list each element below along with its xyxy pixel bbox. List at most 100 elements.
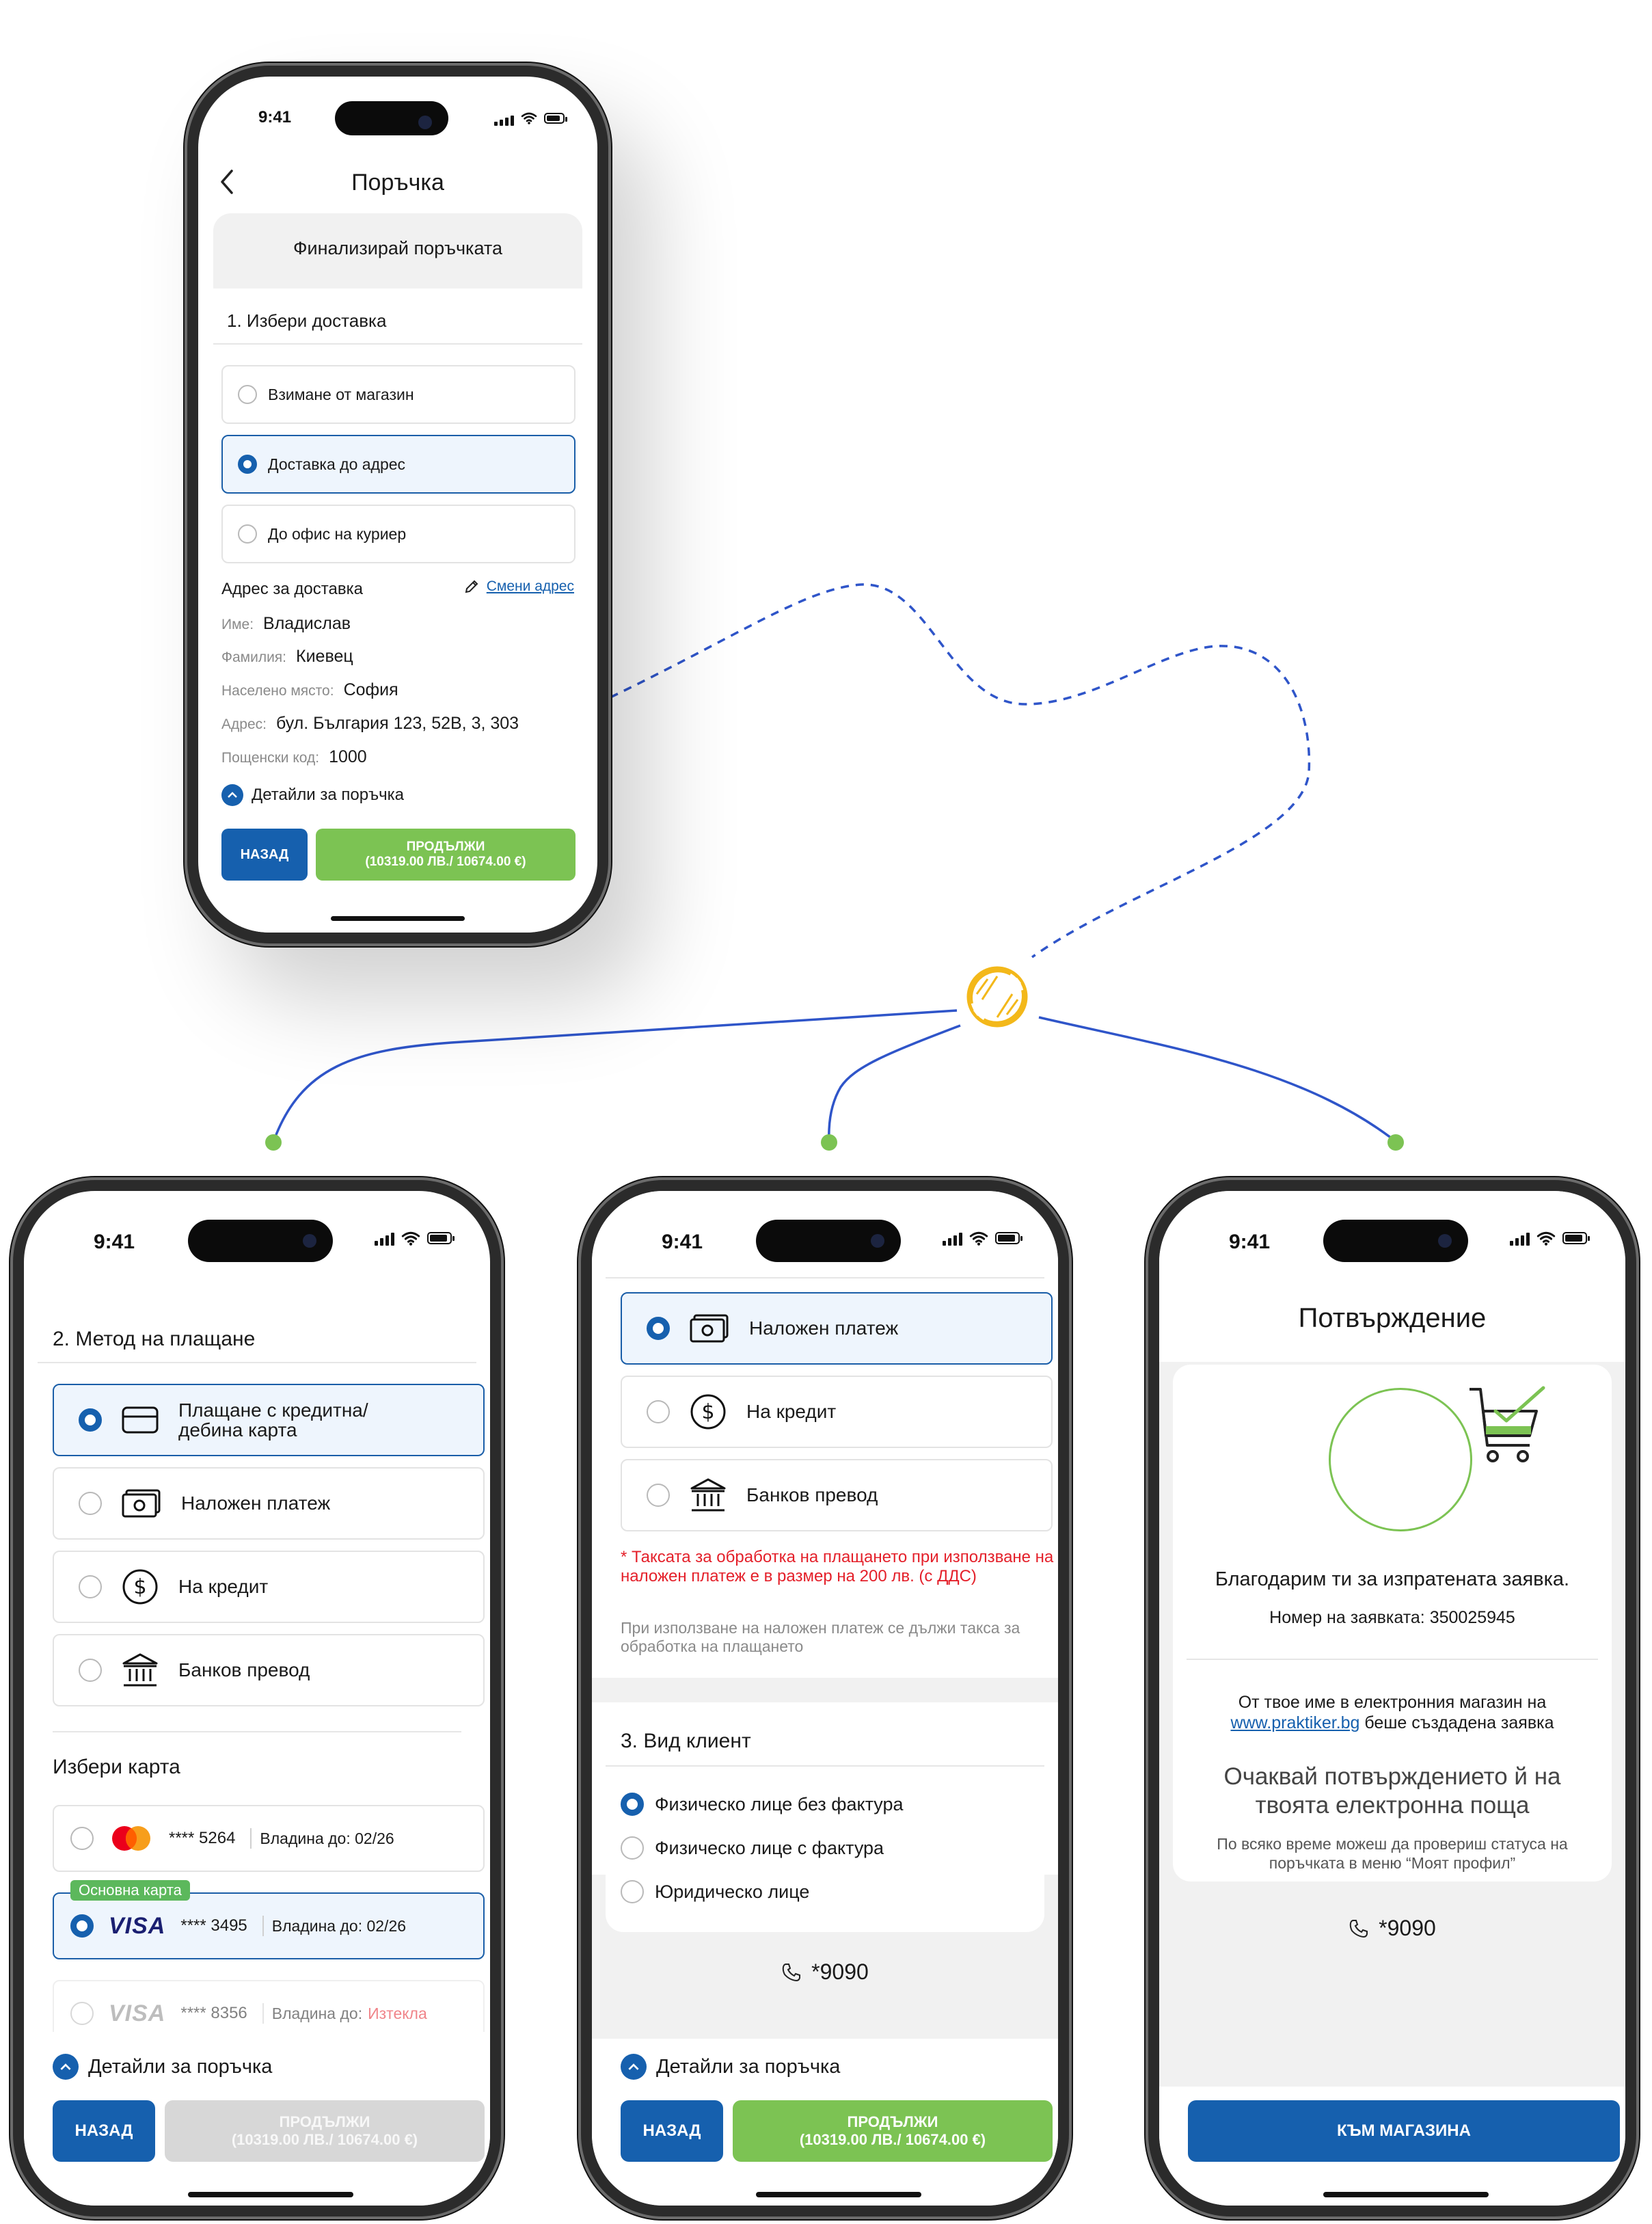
node-dot-left [265, 1134, 282, 1151]
support-phone[interactable]: *9090 [592, 1959, 1058, 1985]
radio-button[interactable] [79, 1659, 102, 1682]
payment-option-bank[interactable]: Банков превод [53, 1634, 485, 1706]
status-note: По всяко време можеш да провериш статуса… [1217, 1835, 1568, 1872]
radio-button[interactable] [647, 1484, 670, 1507]
field-value: Киевец [296, 647, 353, 666]
to-shop-button[interactable]: КЪМ МАГАЗИНА [1188, 2100, 1620, 2162]
payment-option-bank[interactable]: Банков превод [621, 1459, 1053, 1531]
radio-button[interactable] [70, 2002, 94, 2025]
back-label: НАЗАД [240, 846, 289, 862]
payment-heading: 2. Метод на плащане [53, 1328, 256, 1350]
continue-button[interactable]: ПРОДЪЛЖИ (10319.00 ЛВ./ 10674.00 €) [733, 2100, 1053, 2162]
status-icons [375, 1231, 455, 1246]
node-dot-right [1387, 1134, 1404, 1151]
option-label: Взимане от магазин [268, 385, 414, 403]
support-phone-number: *9090 [811, 1959, 869, 1984]
battery-icon [995, 1232, 1023, 1244]
radio-button[interactable] [621, 1793, 644, 1816]
visa-logo-icon: VISA [109, 1912, 166, 1939]
radio-button[interactable] [647, 1317, 670, 1340]
order-details-toggle[interactable]: Детайли за поръчка [53, 2054, 272, 2080]
radio-button[interactable] [647, 1400, 670, 1423]
card-heading: Избери карта [53, 1756, 180, 1778]
screen: 9:41 Поръчка Финализирай поръчката 1. Из… [198, 77, 597, 933]
status-time: 9:41 [258, 108, 292, 126]
radio-button[interactable] [238, 524, 257, 544]
screen: 9:41 Наложен платеж $ На кредит Банков п… [592, 1191, 1058, 2206]
payment-option-credit[interactable]: $ На кредит [53, 1551, 485, 1623]
status-time: 9:41 [94, 1231, 135, 1253]
change-address-link[interactable]: Смени адрес [463, 578, 574, 595]
radio-button[interactable] [621, 1836, 644, 1860]
payment-option-cash[interactable]: Наложен платеж [53, 1467, 485, 1540]
option-label: Юридическо лице [655, 1881, 810, 1902]
delivery-option-courier-office[interactable]: До офис на куриер [221, 505, 576, 563]
phone-payment-method: 9:41 2. Метод на плащане Плащане с креди… [10, 1177, 504, 2219]
field-key: Фамилия: [221, 649, 287, 665]
radio-button[interactable] [70, 1914, 94, 1938]
option-label: Наложен платеж [749, 1317, 899, 1339]
order-details-label: Детайли за поръчка [656, 2055, 841, 2078]
pencil-icon [465, 580, 478, 593]
radio-button[interactable] [79, 1408, 102, 1432]
back-button[interactable]: НАЗАД [53, 2100, 155, 2162]
payment-option-credit[interactable]: $ На кредит [621, 1376, 1053, 1448]
connector-left [272, 1009, 958, 1142]
payment-option-card[interactable]: Плащане с кредитна/ дебина карта [53, 1384, 485, 1456]
delivery-option-store-pickup[interactable]: Взимане от магазин [221, 365, 576, 424]
card-valid-until: Владина до: 02/26 [260, 1829, 394, 1847]
continue-price: (10319.00 ЛВ./ 10674.00 €) [365, 855, 526, 869]
continue-button[interactable]: ПРОДЪЛЖИ (10319.00 ЛВ./ 10674.00 €) [316, 829, 576, 881]
cash-icon [690, 1314, 729, 1343]
option-label: Физическо лице без фактура [655, 1793, 904, 1814]
address-row-surname: Фамилия: Киевец [221, 647, 353, 667]
payment-option-cash[interactable]: Наложен платеж [621, 1292, 1053, 1365]
continue-button[interactable]: ПРОДЪЛЖИ (10319.00 ЛВ./ 10674.00 €) [165, 2100, 485, 2162]
back-arrow-icon[interactable] [219, 168, 235, 196]
wifi-icon [1536, 1231, 1556, 1246]
connector-middle [828, 1024, 961, 1142]
radio-button[interactable] [79, 1575, 102, 1598]
divider [1187, 1659, 1598, 1660]
chevron-up-icon [221, 784, 243, 806]
thanks-message: Благодарим ти за изпратената заявка. [1215, 1568, 1570, 1590]
client-option-individual[interactable]: Физическо лице без фактура [621, 1793, 904, 1816]
order-details-toggle[interactable]: Детайли за поръчка [621, 2054, 840, 2080]
option-label: Банков превод [178, 1659, 310, 1680]
radio-button[interactable] [70, 1827, 94, 1850]
connector-right [1038, 1016, 1396, 1142]
support-phone[interactable]: *9090 [1159, 1916, 1625, 1941]
battery-icon [1562, 1232, 1590, 1244]
saved-card-visa-main[interactable]: VISA **** 3495 Владина до: 02/26 [53, 1892, 485, 1959]
client-option-company[interactable]: Юридическо лице [621, 1880, 809, 1903]
radio-button[interactable] [238, 455, 257, 474]
continue-price: (10319.00 ЛВ./ 10674.00 €) [799, 2131, 986, 2148]
saved-card-mastercard[interactable]: **** 5264 Владина до: 02/26 [53, 1805, 485, 1872]
field-value: бул. България 123, 52В, 3, 303 [275, 714, 519, 733]
card-separator [262, 1916, 264, 1936]
page-title: Потвърждение [1298, 1303, 1487, 1333]
status-time: 9:41 [662, 1231, 703, 1253]
chevron-up-icon [53, 2054, 79, 2080]
field-key: Пощенски код: [221, 750, 320, 766]
delivery-option-address[interactable]: Доставка до адрес [221, 435, 576, 494]
change-address-label: Смени адрес [486, 578, 574, 594]
back-button[interactable]: НАЗАД [221, 829, 308, 881]
order-details-toggle[interactable]: Детайли за поръчка [221, 784, 404, 806]
credit-card-icon [122, 1406, 159, 1434]
to-shop-label: КЪМ МАГАЗИНА [1337, 2121, 1471, 2140]
phone-icon [782, 1963, 801, 1981]
radio-button[interactable] [238, 385, 257, 404]
signal-icon [375, 1231, 394, 1246]
dynamic-island [1323, 1220, 1468, 1262]
praktiker-link[interactable]: www.praktiker.bg [1230, 1713, 1360, 1732]
wifi-icon [521, 112, 537, 124]
order-details-label: Детайли за поръчка [252, 786, 404, 804]
back-button[interactable]: НАЗАД [621, 2100, 723, 2162]
radio-button[interactable] [79, 1492, 102, 1515]
section-title: Финализирай поръчката [293, 238, 502, 258]
radio-button[interactable] [621, 1880, 644, 1903]
client-option-individual-invoice[interactable]: Физическо лице с фактура [621, 1836, 884, 1860]
option-label: На кредит [746, 1401, 837, 1422]
